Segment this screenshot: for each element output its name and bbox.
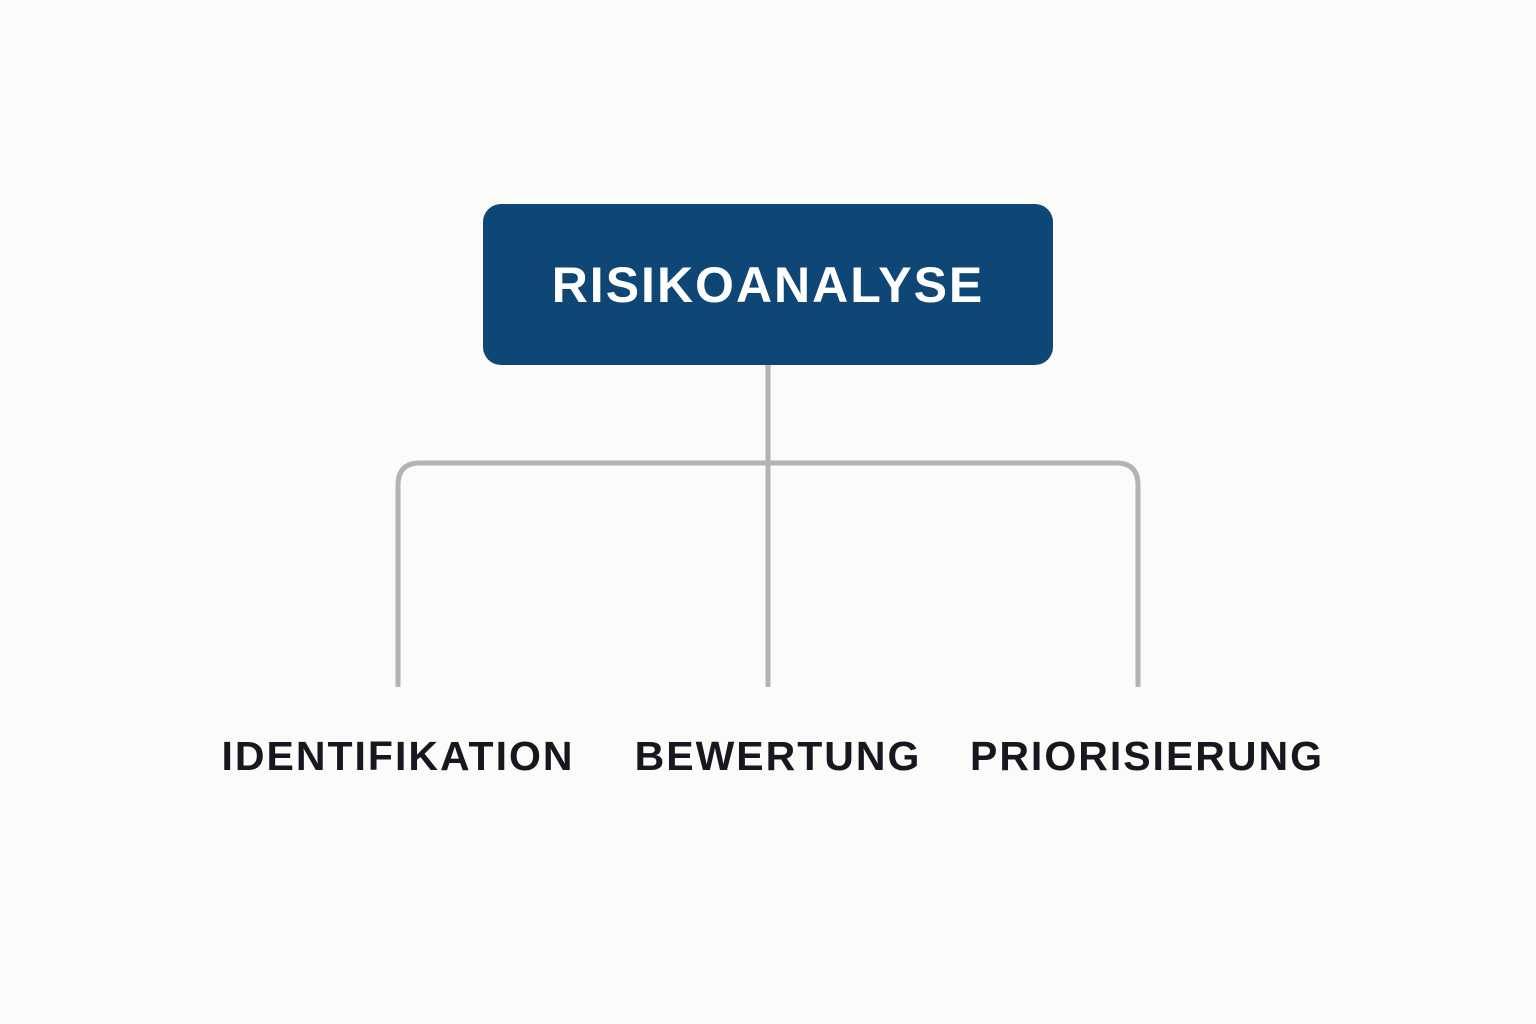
child-node-identifikation: IDENTIFIKATION	[221, 732, 575, 779]
root-node-label: RISIKOANALYSE	[551, 256, 985, 313]
root-node: RISIKOANALYSE	[483, 204, 1053, 365]
child-node-bewertung: BEWERTUNG	[634, 732, 922, 779]
child-node-priorisierung: PRIORISIERUNG	[969, 732, 1325, 779]
